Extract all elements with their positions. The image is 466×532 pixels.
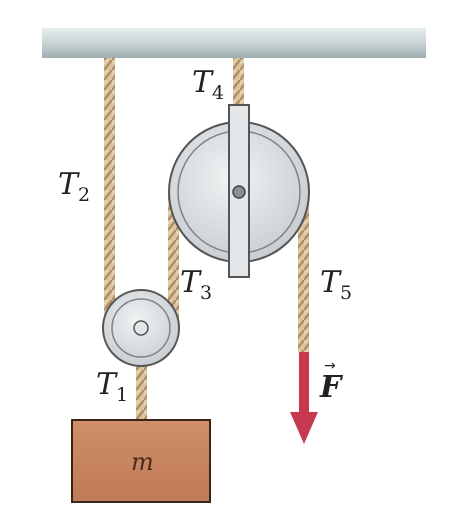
label-t4-symbol: T	[192, 65, 213, 100]
label-t2-symbol: T	[58, 167, 79, 202]
label-t3-symbol: T	[180, 265, 201, 300]
small-pulley-axle	[133, 320, 149, 336]
rope-t3	[168, 192, 179, 328]
label-t2: T2	[58, 170, 90, 205]
rope-t5	[298, 192, 309, 352]
label-t4-subscript: 4	[212, 82, 225, 104]
force-vector-mark: →	[324, 358, 336, 374]
label-t2-subscript: 2	[78, 184, 91, 206]
large-pulley	[168, 104, 310, 278]
large-pulley-axle	[232, 185, 246, 199]
label-t5-subscript: 5	[340, 282, 353, 304]
label-t3: T3	[180, 268, 212, 303]
label-t1-subscript: 1	[116, 384, 129, 406]
label-t1: T1	[96, 370, 128, 405]
force-label: F	[320, 370, 342, 405]
ceiling	[42, 28, 426, 58]
label-t5-symbol: T	[320, 265, 341, 300]
small-pulley	[102, 289, 180, 367]
mass-block	[71, 419, 211, 503]
label-t5: T5	[320, 268, 352, 303]
ropes	[104, 58, 309, 422]
force-arrow	[290, 352, 318, 444]
rope-t4	[233, 58, 244, 108]
rope-t1	[136, 326, 147, 422]
rope-t2	[104, 58, 115, 328]
label-t3-subscript: 3	[200, 282, 213, 304]
label-t4: T4	[192, 68, 224, 103]
label-t1-symbol: T	[96, 367, 117, 402]
mass-label: m	[131, 448, 154, 476]
